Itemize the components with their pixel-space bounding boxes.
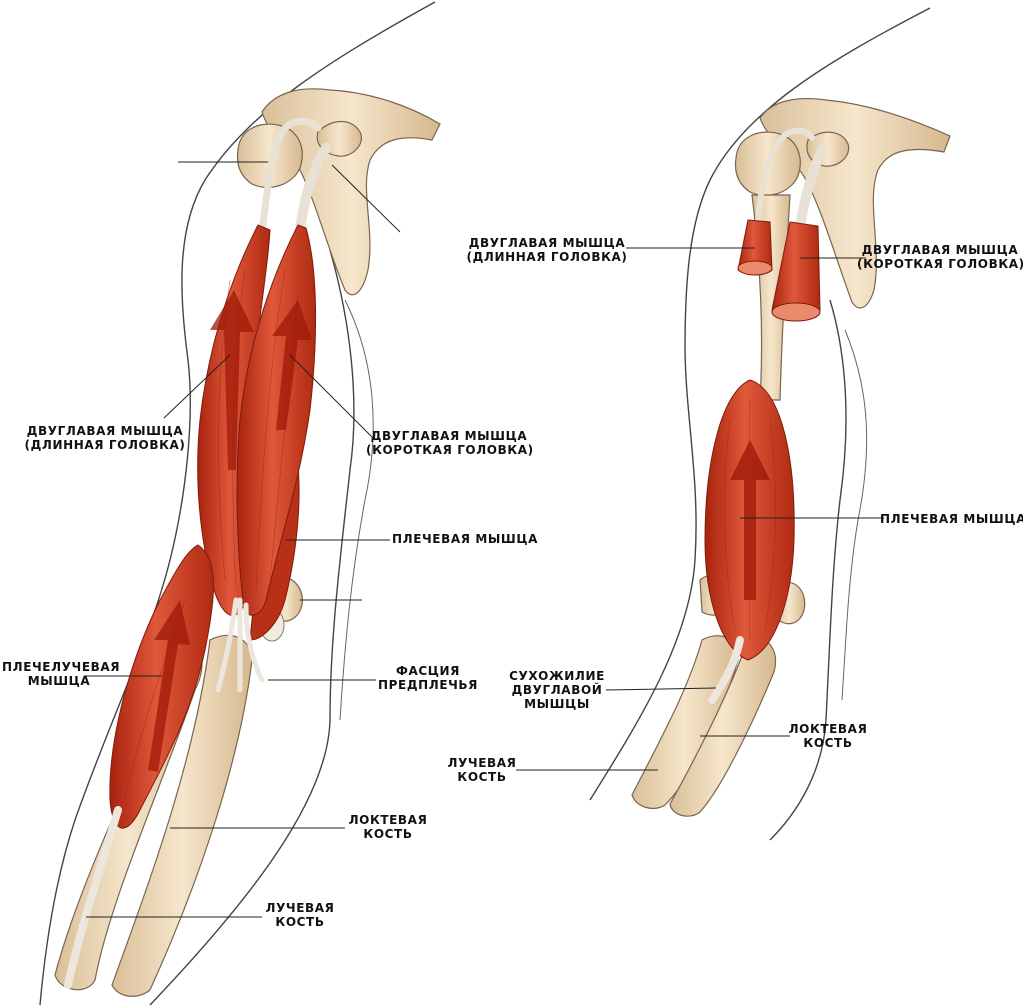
right-ulna-bone	[669, 638, 777, 817]
left-label-brachialis: ПЛЕЧЕВАЯ МЫШЦА	[392, 532, 537, 546]
right-short-head-cut-surface	[771, 302, 821, 322]
left-humeral-head	[236, 123, 303, 189]
right-label-ulna-line1: ЛОКТЕВАЯ	[788, 722, 868, 736]
left-biceps-short-tendon	[295, 143, 331, 235]
left-forearm-fascia	[215, 597, 265, 693]
left-label-ulna: ЛОКТЕВАЯ КОСТЬ	[346, 813, 430, 841]
right-label-biceps-long-head-line1: ДВУГЛАВАЯ МЫШЦА	[468, 236, 626, 250]
left-brachioradialis-tendon	[64, 806, 122, 989]
right-arm-outline-inner	[769, 299, 847, 841]
left-label-forearm-fascia-line1: ФАСЦИЯ	[395, 664, 460, 678]
right-label-biceps-short-head: ДВУГЛАВАЯ МЫШЦА (КОРОТКАЯ ГОЛОВКА)	[857, 243, 1023, 271]
right-label-biceps-long-head: ДВУГЛАВАЯ МЫШЦА (ДЛИННАЯ ГОЛОВКА)	[466, 236, 628, 264]
left-label-radius-line1: ЛУЧЕВАЯ	[265, 901, 335, 915]
left-label-forearm-fascia: ФАСЦИЯ ПРЕДПЛЕЧЬЯ	[376, 664, 480, 692]
left-label-biceps-short-head-line1: ДВУГЛАВАЯ МЫШЦА	[370, 429, 528, 443]
right-brachialis-arrow	[730, 440, 770, 600]
right-long-head-tendon	[755, 127, 815, 228]
left-label-brachioradialis-line2: МЫШЦА	[27, 674, 91, 688]
left-brachioradialis-arrow	[148, 600, 190, 772]
left-short-head-arrow	[272, 300, 312, 430]
right-label-biceps-tendon: СУХОЖИЛИЕ ДВУГЛАВОЙ МЫШЦЫ	[505, 669, 609, 711]
right-leader-lines	[516, 247, 884, 771]
right-label-biceps-tendon-line2: ДВУГЛАВОЙ	[511, 683, 603, 697]
right-label-radius-line2: КОСТЬ	[457, 770, 507, 784]
left-biceps-long-tendon	[258, 117, 322, 234]
left-label-brachioradialis-line1: ПЛЕЧЕЛУЧЕВАЯ	[2, 660, 121, 674]
left-label-biceps-long-head-line1: ДВУГЛАВАЯ МЫШЦА	[26, 424, 184, 438]
right-label-biceps-tendon-line3: МЫШЦЫ	[524, 697, 590, 711]
right-label-biceps-short-head-line2: (КОРОТКАЯ ГОЛОВКА)	[857, 257, 1023, 271]
left-label-brachialis-line1: ПЛЕЧЕВАЯ МЫШЦА	[392, 532, 538, 546]
left-label-radius-line2: КОСТЬ	[275, 915, 325, 929]
right-label-ulna-line2: КОСТЬ	[803, 736, 853, 750]
right-label-brachialis: ПЛЕЧЕВАЯ МЫШЦА	[880, 512, 1023, 526]
left-leader-lines	[84, 161, 401, 918]
right-arm-outline-inner2	[841, 329, 868, 701]
left-arm-outline-outer	[39, 1, 436, 1006]
left-label-ulna-line1: ЛОКТЕВАЯ	[348, 813, 428, 827]
right-label-radius-line1: ЛУЧЕВАЯ	[447, 756, 517, 770]
right-arm-outline-outer	[589, 7, 931, 801]
left-arm-outline-inner	[149, 249, 355, 1006]
right-short-head-tendon	[795, 145, 827, 233]
left-label-radius: ЛУЧЕВАЯ КОСТЬ	[258, 901, 342, 929]
right-biceps-distal-tendon	[708, 636, 744, 704]
right-label-biceps-long-head-line2: (ДЛИННАЯ ГОЛОВКА)	[466, 250, 628, 264]
left-label-biceps-long-head: ДВУГЛАВАЯ МЫШЦА (ДЛИННАЯ ГОЛОВКА)	[24, 424, 186, 452]
left-label-biceps-short-head-line2: (КОРОТКАЯ ГОЛОВКА)	[366, 443, 534, 457]
left-arm-outline-inner2	[339, 299, 374, 721]
left-label-brachioradialis: ПЛЕЧЕЛУЧЕВАЯ МЫШЦА	[2, 660, 121, 688]
right-long-head-cut-surface	[737, 260, 773, 276]
right-label-radius: ЛУЧЕВАЯ КОСТЬ	[440, 756, 524, 784]
left-label-biceps-long-head-line2: (ДЛИННАЯ ГОЛОВКА)	[24, 438, 186, 452]
left-arm-figure	[39, 1, 441, 1006]
right-arm-figure	[516, 7, 951, 841]
right-label-ulna: ЛОКТЕВАЯ КОСТЬ	[786, 722, 870, 750]
left-long-head-arrow	[210, 290, 254, 470]
right-label-biceps-tendon-line1: СУХОЖИЛИЕ	[509, 669, 605, 683]
right-label-biceps-short-head-line1: ДВУГЛАВАЯ МЫШЦА	[861, 243, 1019, 257]
left-label-forearm-fascia-line2: ПРЕДПЛЕЧЬЯ	[377, 678, 478, 692]
left-label-ulna-line2: КОСТЬ	[363, 827, 413, 841]
right-label-brachialis-line1: ПЛЕЧЕВАЯ МЫШЦА	[880, 512, 1023, 526]
left-label-biceps-short-head: ДВУГЛАВАЯ МЫШЦА (КОРОТКАЯ ГОЛОВКА)	[366, 429, 534, 457]
